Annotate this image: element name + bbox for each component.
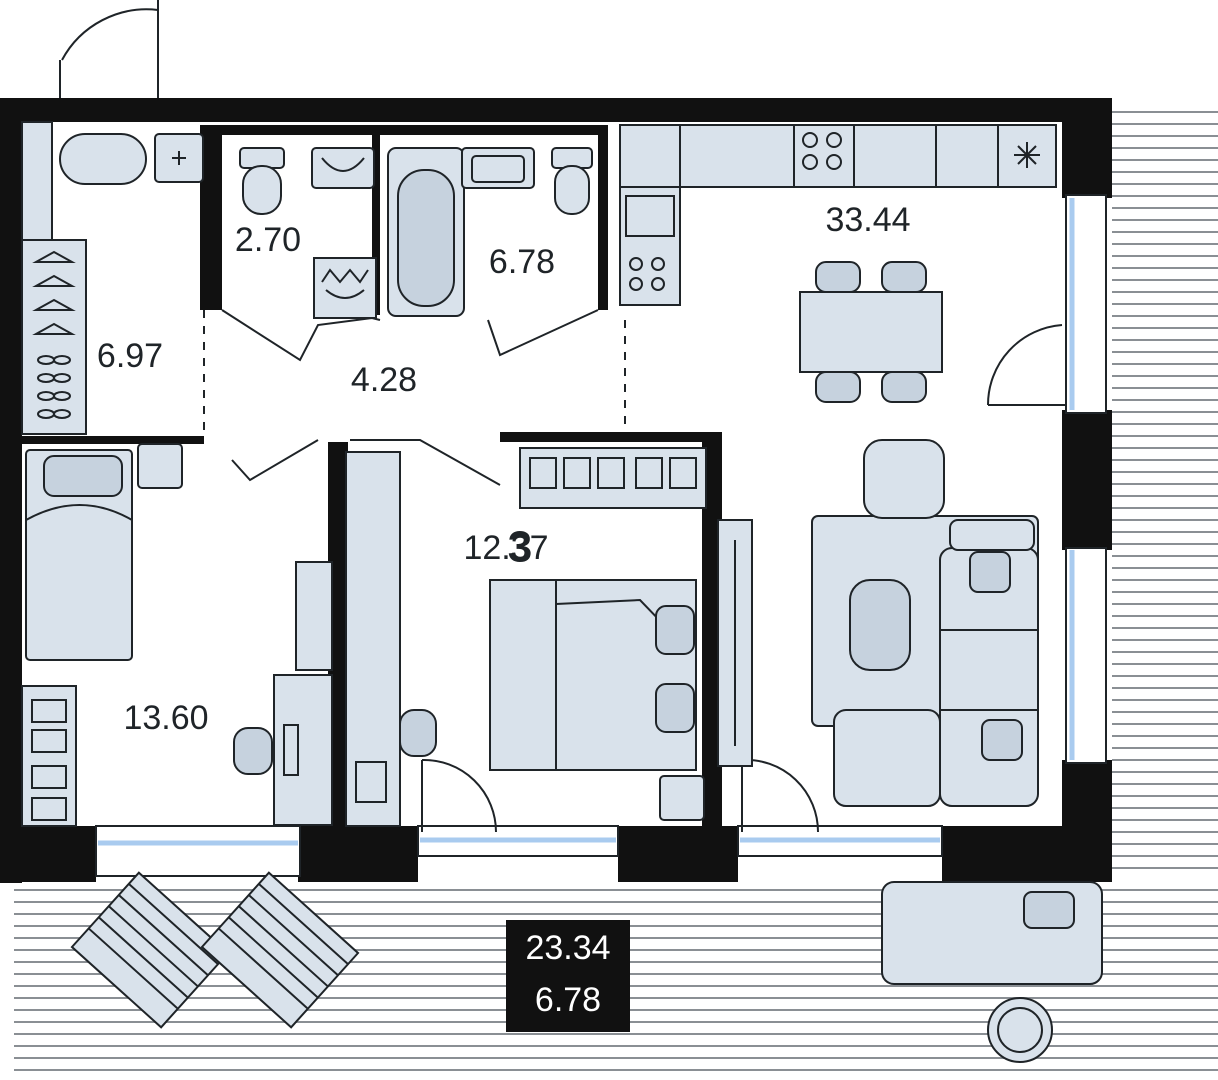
area-toilet: 2.70 — [235, 221, 301, 259]
wardrobe-furniture — [21, 121, 204, 435]
area-balcony-total: 23.34 — [525, 929, 610, 967]
windows — [95, 194, 1107, 877]
area-labels: 6.97 2.70 6.78 4.28 33.44 13.60 12.37 3 … — [97, 201, 911, 1032]
entrance-door — [59, 0, 159, 100]
zone-boundaries — [203, 310, 626, 432]
bathroom-fixtures — [387, 147, 593, 317]
walls — [0, 98, 1112, 883]
living-furniture — [811, 439, 1039, 807]
area-balcony-reduced: 6.78 — [535, 981, 601, 1019]
area-bathroom: 6.78 — [489, 243, 555, 281]
area-kitchen-living: 33.44 — [825, 201, 910, 239]
stove-icon — [802, 132, 842, 170]
balcony-furniture — [70, 871, 1103, 1063]
shirt-icon — [529, 457, 697, 489]
area-wardrobe: 6.97 — [97, 337, 163, 375]
overlay-number: 3 — [508, 523, 532, 572]
shirt-icon — [31, 699, 67, 821]
main-bedroom-furniture — [345, 447, 753, 827]
small-bedroom-furniture — [21, 443, 333, 827]
shoes-icon — [37, 355, 71, 419]
area-bedroom-main: 12.37 — [463, 529, 548, 567]
area-bedroom-small: 13.60 — [123, 699, 208, 737]
snowflake-icon — [1014, 142, 1040, 168]
area-hallway: 4.28 — [351, 361, 417, 399]
hanger-icon — [32, 250, 76, 335]
kitchen-furniture — [619, 124, 1057, 403]
toilet-fixtures — [239, 147, 377, 319]
